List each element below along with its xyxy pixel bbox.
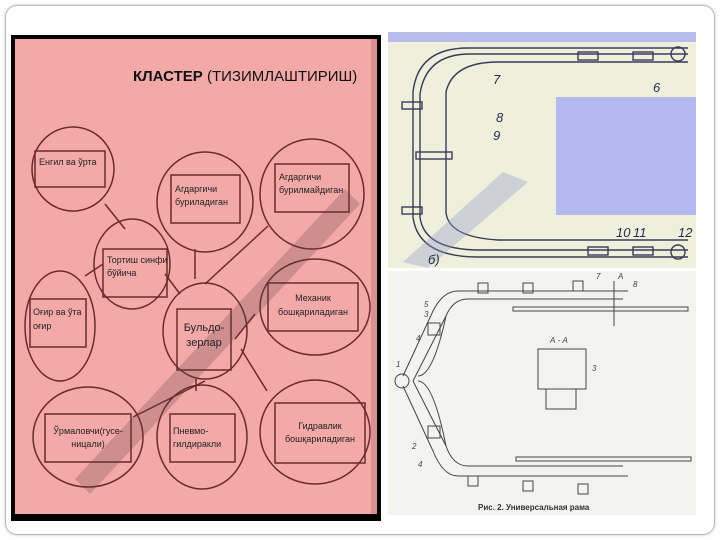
node-label: Пневмо- [173, 426, 208, 436]
node-label: Агдаргичи [175, 184, 217, 194]
center-label: зерлар [186, 337, 221, 349]
node-label: Ўрмаловчи(гусе- [53, 425, 123, 436]
part-label: 1 [396, 360, 400, 369]
node-label: Тортиш синфи [107, 255, 167, 265]
cluster-title: КЛАСТЕР (ТИЗИМЛАШТИРИШ) [133, 68, 357, 85]
slide-frame [5, 5, 715, 535]
part-label: 3 [424, 310, 429, 319]
node-label: бурилмайдиган [279, 185, 343, 195]
part-label: 5 [424, 300, 429, 309]
cluster-svg: КЛАСТЕР (ТИЗИМЛАШТИРИШ) Енгил ва ўрта Аг… [24, 68, 371, 494]
watermark [75, 189, 360, 494]
node-label: Механик [295, 293, 331, 303]
node-label: бошқариладиган [278, 307, 348, 317]
node-label: оғир [33, 321, 51, 331]
node-label: ницали) [71, 439, 104, 449]
part-label: 3 [592, 364, 597, 373]
node-circle [93, 218, 171, 310]
part-label: 2 [411, 442, 417, 451]
part-label: 12 [678, 225, 693, 240]
node-label: Оғир ва ўта [33, 307, 82, 317]
connector [104, 203, 126, 230]
part-label: 4 [416, 334, 421, 343]
part-label: 4 [418, 460, 423, 469]
connector [234, 313, 256, 340]
part-label: 11 [633, 225, 647, 240]
connector [132, 380, 206, 418]
node-label: Агдаргичи [279, 172, 321, 182]
part-label: 7 [596, 272, 601, 281]
node-label: буриладиган [175, 197, 228, 207]
cluster-background: КЛАСТЕР (ТИЗИМЛАШТИРИШ) Енгил ва ўрта Аг… [15, 39, 377, 514]
figure-caption: Рис. 2. Универсальная рама [478, 503, 590, 512]
node-circle [156, 151, 254, 253]
center-label: Бульдо- [184, 322, 225, 334]
part-label: 8 [496, 110, 504, 125]
part-label: 7 [493, 72, 501, 87]
node-circle [24, 270, 96, 382]
node-label: Гидравлик [298, 421, 342, 431]
node-label: гилдиракли [173, 439, 221, 449]
part-label: б) [428, 252, 440, 267]
part-label: А [617, 272, 623, 281]
blue-overlay [556, 97, 696, 215]
node-circle [259, 379, 371, 485]
connector [204, 225, 269, 285]
section-label: А - А [549, 336, 568, 345]
connector [240, 348, 268, 392]
part-label: 6 [653, 80, 661, 95]
node-label: бўйича [107, 268, 136, 278]
part-label: 9 [493, 128, 500, 143]
universal-frame-drawing: 7 8 А 5 3 4 1 2 4 А - А 3 Рис. 2. Универ… [388, 271, 696, 515]
node-circle [259, 258, 371, 356]
node-circle [32, 386, 144, 488]
node-circle [156, 384, 248, 490]
bulldozer-frame-drawing-top: 6 7 8 9 10 11 12 б) [388, 32, 696, 268]
cluster-diagram-image: КЛАСТЕР (ТИЗИМЛАШТИРИШ) Енгил ва ўрта Аг… [11, 35, 381, 521]
node-circle [31, 126, 115, 212]
part-label: 10 [616, 225, 631, 240]
node-label: бошқариладиган [285, 434, 355, 444]
center-circle [162, 282, 248, 380]
node-label: Енгил ва ўрта [39, 157, 97, 167]
part-label: 8 [633, 280, 638, 289]
node-circle [259, 138, 365, 250]
